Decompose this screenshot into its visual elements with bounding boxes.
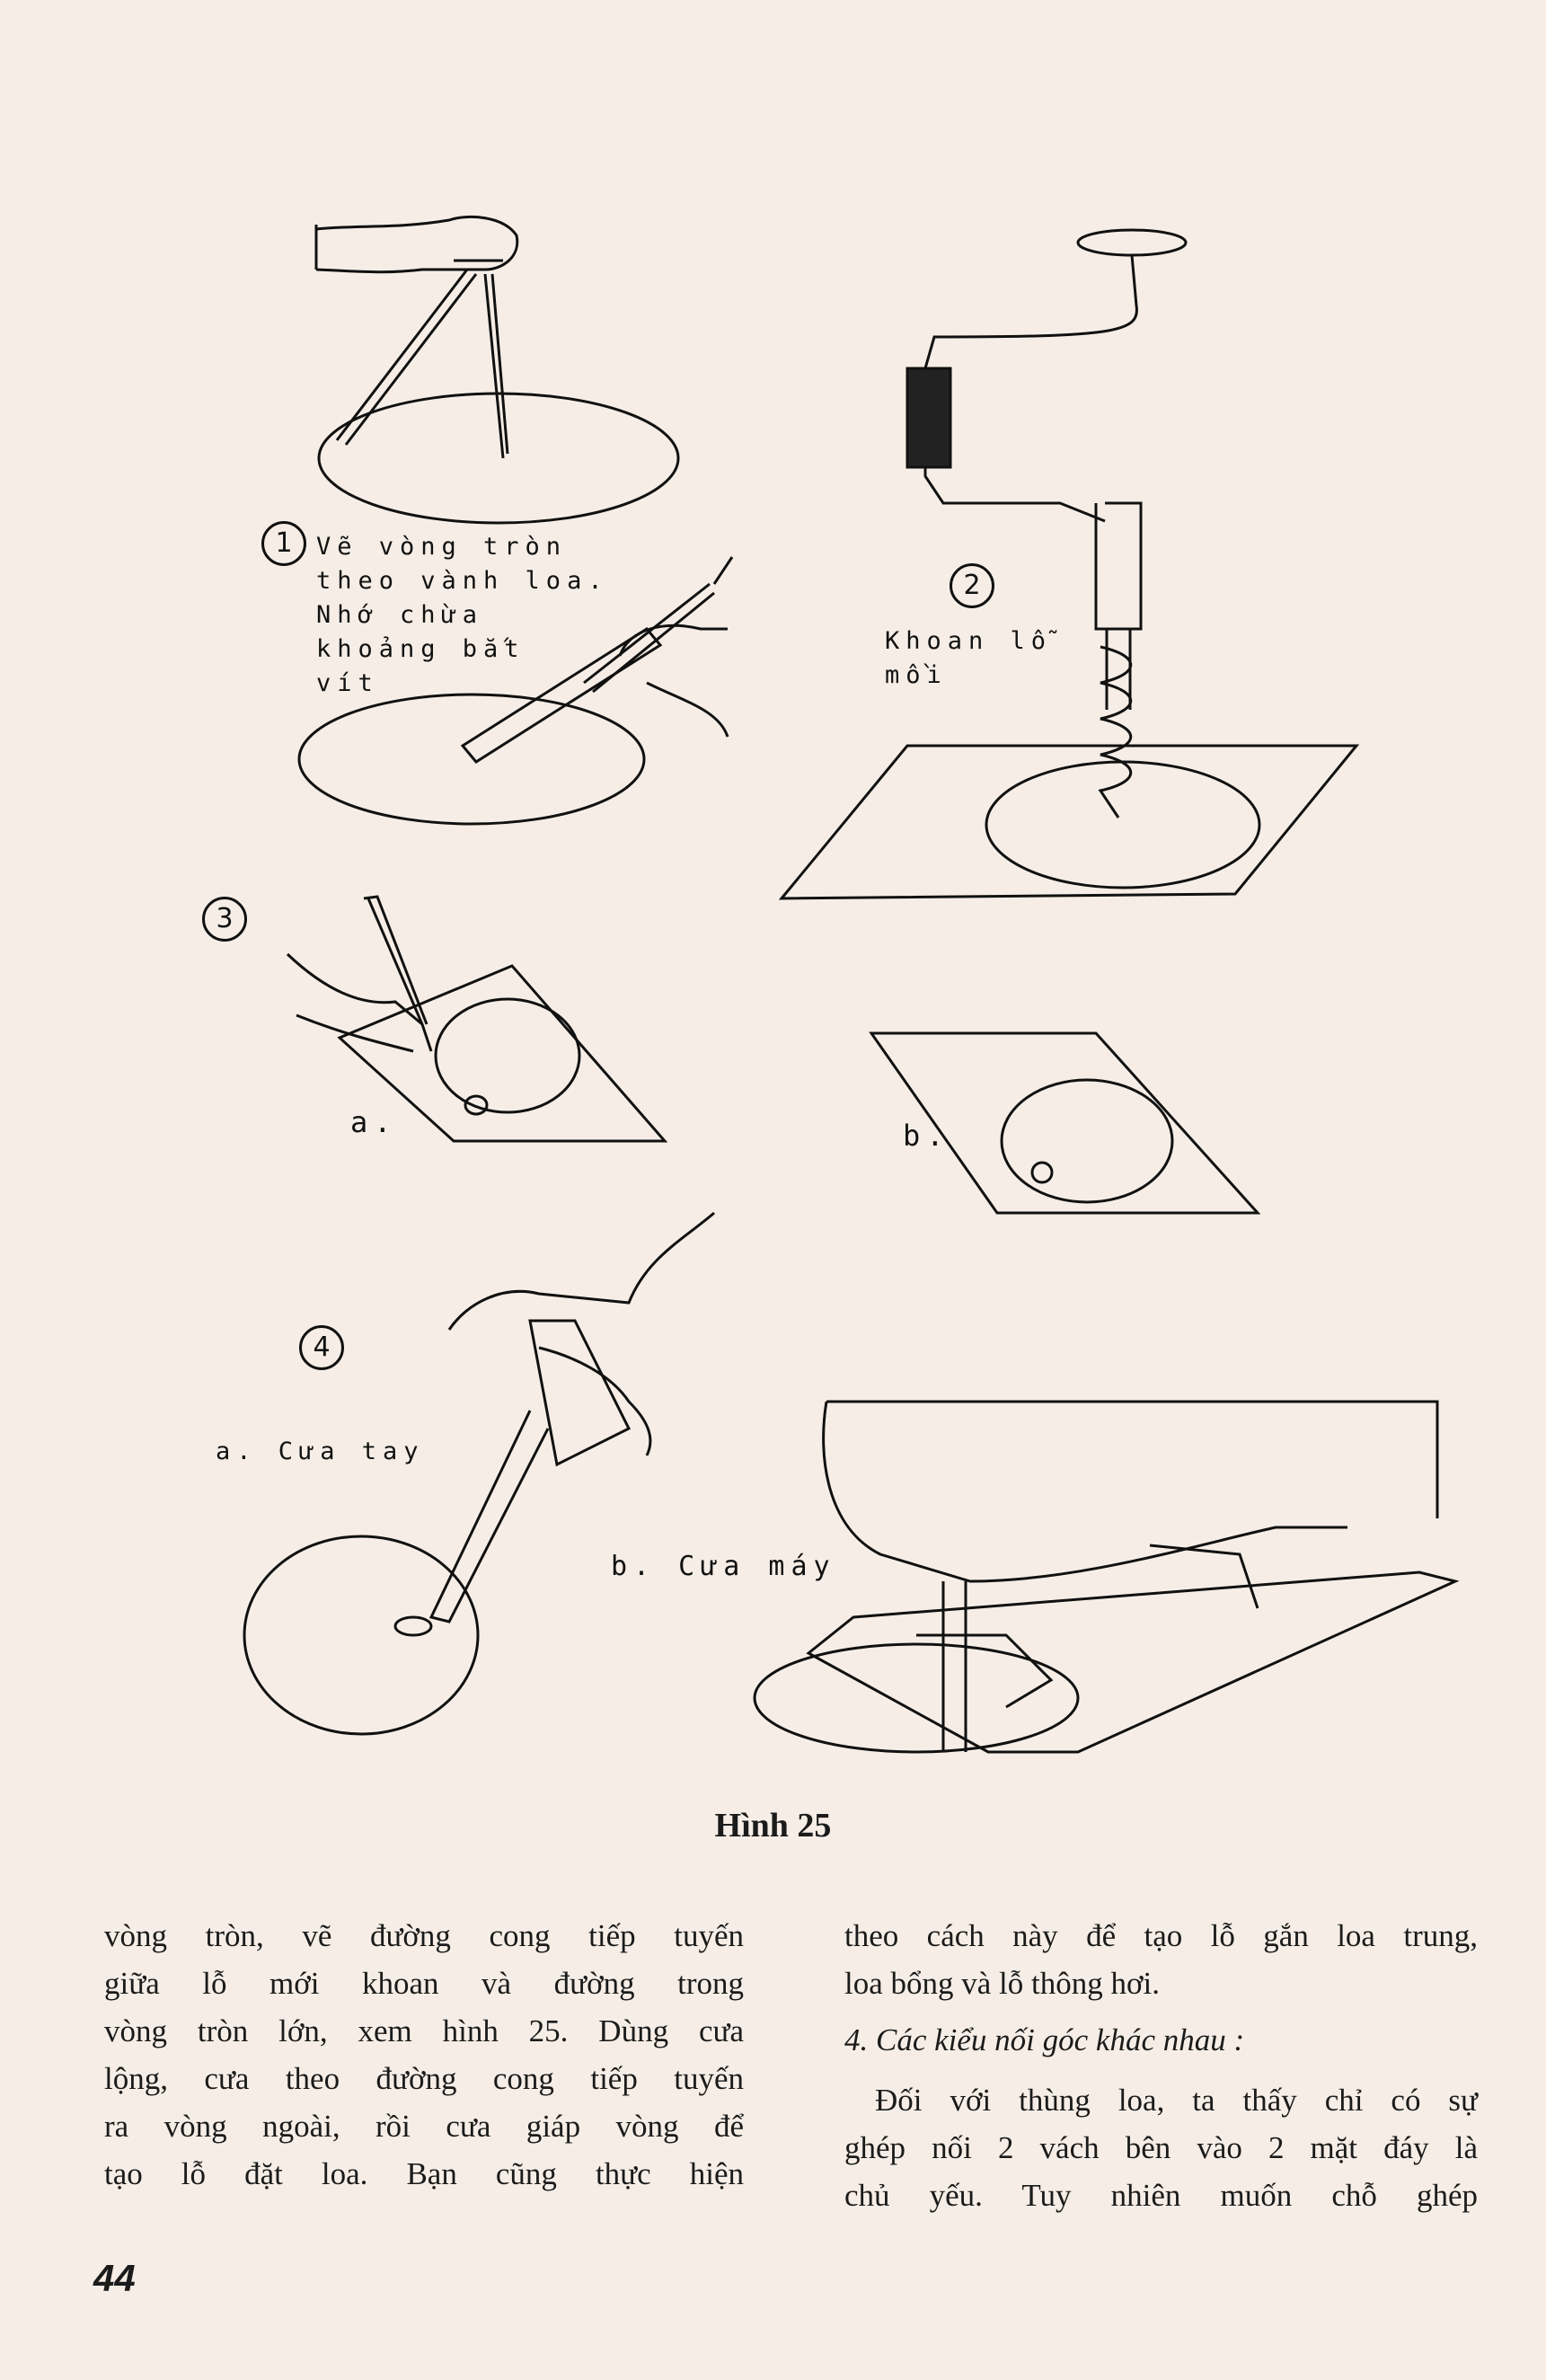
step-2-number: 2 xyxy=(950,563,994,608)
awl-board-illustration xyxy=(286,895,668,1143)
step-3b-label: b. xyxy=(903,1119,950,1153)
figure-caption: Hình 25 xyxy=(714,1807,832,1845)
right-column: theo cách này để tạo lỗ gắn loa trung, l… xyxy=(844,1912,1478,2219)
text-line: theo cách này để tạo lỗ gắn loa trung, xyxy=(844,1918,1478,1953)
step-1-label-line: khoảng bắt xyxy=(316,635,526,663)
step-2-label-line: Khoan lỗ xyxy=(885,627,1053,655)
text-line: ghép nối 2 vách bên vào 2 mặt đáy là xyxy=(844,2130,1478,2165)
section-heading: 4. Các kiểu nối góc khác nhau : xyxy=(844,2022,1245,2057)
left-column: vòng tròn, vẽ đường cong tiếp tuyến giữa… xyxy=(104,1912,744,2198)
jigsaw-illustration xyxy=(753,1400,1460,1754)
board-circle-illustration xyxy=(869,1031,1261,1215)
step-1-number: 1 xyxy=(261,521,306,566)
step-2-label: Khoan lỗ mồi xyxy=(885,624,1052,693)
step-1-label-line: theo vành loa. xyxy=(316,567,609,595)
step-3a-label: a. xyxy=(350,1105,398,1139)
step-1-label-line: Nhớ chừa xyxy=(316,601,484,629)
brace-drill-illustration xyxy=(778,228,1360,900)
step-2-label-line: mồi xyxy=(885,661,948,689)
text-line: lộng, cưa theo đường cong tiếp tuyến xyxy=(104,2061,744,2096)
text-line: vòng tròn, vẽ đường cong tiếp tuyến xyxy=(104,1918,744,1953)
text-line: loa bổng và lỗ thông hơi. xyxy=(844,1966,1160,2001)
figure-25: 1 Vẽ vòng tròn theo vành loa. Nhớ chừa k… xyxy=(202,215,1460,1754)
step-3-number: 3 xyxy=(202,897,247,942)
text-line: Đối với thùng loa, ta thấy chỉ có sự xyxy=(875,2083,1478,2118)
page-number: 44 xyxy=(93,2257,136,2299)
step-1-label-line: Vẽ vòng tròn xyxy=(316,533,568,561)
ruler-pencil-illustration xyxy=(297,556,734,826)
text-line: ra vòng ngoài, rồi cưa giáp vòng để xyxy=(104,2109,744,2144)
text-line: giữa lỗ mới khoan và đường trong xyxy=(104,1966,744,2001)
hand-saw-illustration xyxy=(243,1211,715,1736)
step-4a-label: a. Cưa tay xyxy=(216,1438,425,1465)
text-line: tạo lỗ đặt loa. Bạn cũng thực hiện xyxy=(104,2156,744,2191)
figure-drawings xyxy=(243,215,1460,1754)
text-line: chủ yếu. Tuy nhiên muốn chỗ ghép xyxy=(844,2178,1478,2213)
step-1-label-line: vít xyxy=(316,669,379,697)
step-4-number: 4 xyxy=(299,1325,344,1370)
text-line: vòng tròn lớn, xem hình 25. Dùng cưa xyxy=(104,2013,744,2048)
step-4b-label: b. Cưa máy xyxy=(611,1551,836,1582)
compass-illustration xyxy=(314,215,680,525)
step-1-label: Vẽ vòng tròn theo vành loa. Nhớ chừa kho… xyxy=(316,530,609,701)
